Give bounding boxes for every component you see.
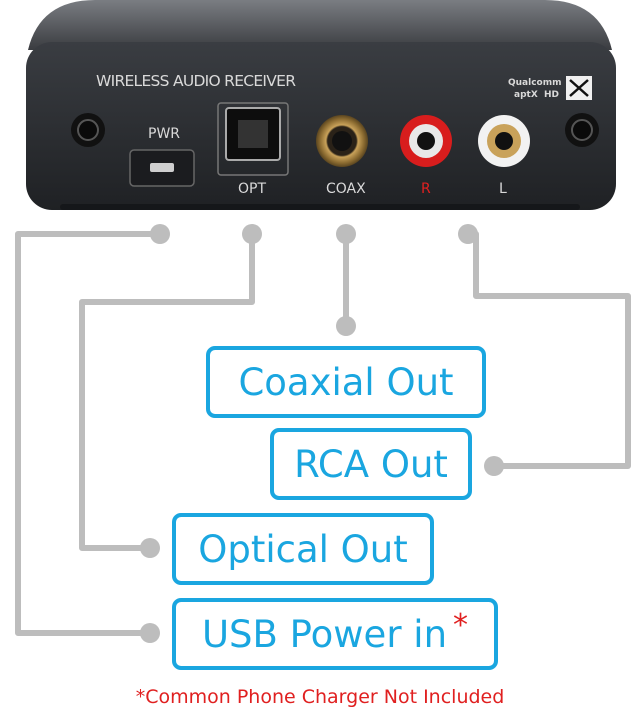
device-top-surface (28, 0, 612, 50)
right-screw-icon (565, 113, 599, 147)
optical-out-label: Optical Out (198, 527, 408, 571)
asterisk-mark: * (453, 608, 469, 643)
brand-top-text: Qualcomm (508, 78, 562, 88)
connector-dots (140, 224, 504, 643)
receiver-device: WIRELESS AUDIO RECEIVER Qualcomm aptX HD… (26, 0, 616, 210)
port-label-opt: OPT (238, 181, 266, 197)
rca-out-callout: RCA Out (270, 428, 472, 500)
rca-connector-line (465, 231, 631, 469)
device-bottom-edge (60, 204, 580, 210)
optical-connector-line (79, 231, 255, 551)
device-title: WIRELESS AUDIO RECEIVER (96, 72, 296, 90)
port-label-coax: COAX (326, 181, 366, 197)
usb-power-in-label: USB Power in (201, 612, 448, 656)
port-label-right: R (421, 181, 431, 197)
charger-footnote: *Common Phone Charger Not Included (135, 686, 505, 708)
coaxial-out-callout: Coaxial Out (206, 346, 486, 418)
coaxial-out-label: Coaxial Out (238, 360, 454, 404)
coax-port-icon (316, 115, 368, 167)
port-label-left: L (499, 181, 507, 197)
micro-usb-port-icon (129, 149, 195, 187)
left-screw-icon (71, 113, 105, 147)
rca-left-port-icon (478, 115, 530, 167)
usb-power-in-callout: USB Power in * (172, 598, 498, 670)
rca-right-port-icon (400, 115, 452, 167)
rca-out-label: RCA Out (294, 442, 448, 486)
aptx-logo-icon (566, 76, 592, 100)
optical-port-icon (217, 102, 289, 176)
optical-out-callout: Optical Out (172, 513, 434, 585)
usb-connector-line (15, 231, 163, 636)
port-label-pwr: PWR (148, 126, 180, 142)
brand-suffix-text: HD (544, 90, 559, 100)
brand-bottom-text: aptX (514, 90, 538, 100)
